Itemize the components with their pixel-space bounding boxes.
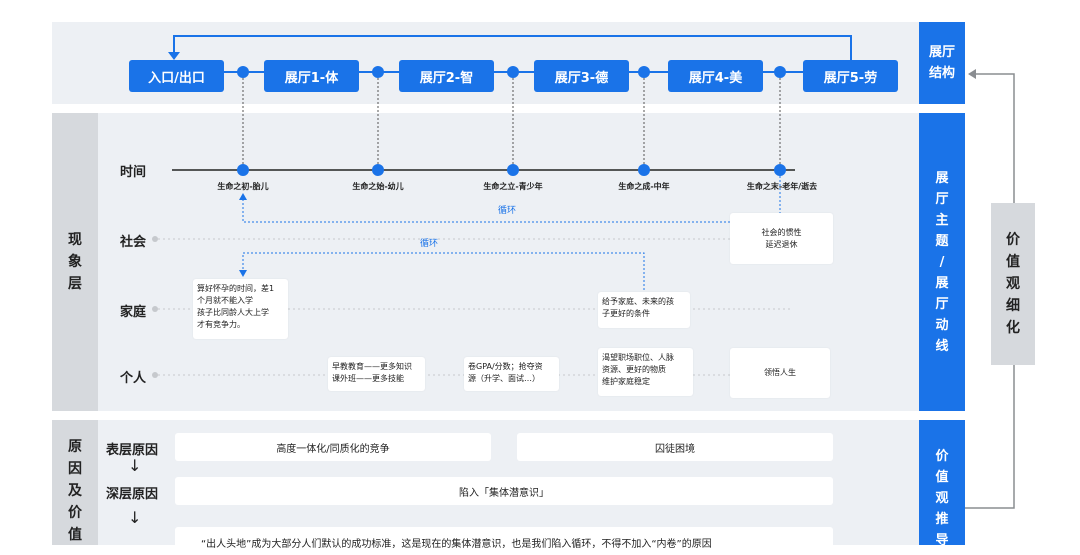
tab-hall-structure[interactable]: 展厅 结构	[919, 22, 965, 104]
card-line: 渴望职场职位、人脉	[602, 353, 674, 362]
card-individual-enlightenment: 领悟人生	[730, 348, 830, 398]
deep-cause-label: 深层原因	[106, 487, 159, 502]
tab-text: 价	[935, 449, 949, 464]
card-line: 给予家庭、未来的孩	[602, 297, 674, 306]
tab-text: 展	[935, 170, 949, 186]
tab-text: 展	[935, 275, 949, 291]
tab-value-inference[interactable]: 价 值 观 推 导	[919, 420, 965, 548]
card-line: 领悟人生	[764, 368, 796, 377]
tab-hall-theme-route[interactable]: 展 厅 主 题 / 展 厅 动 线	[919, 113, 965, 411]
card-individual-gpa: 卷GPA/分数；抢夺资 源（升学、面试…）	[464, 357, 559, 391]
timeline-node	[372, 164, 384, 176]
refine-char: 值	[1006, 254, 1020, 270]
card-society-retirement: 社会的惯性 延迟退休	[730, 213, 833, 264]
cycle-label-lower: 循环	[420, 239, 439, 249]
card-line: 才有竞争力。	[197, 320, 245, 329]
tab-text: 动	[935, 317, 949, 333]
tab-text: 题	[935, 233, 949, 249]
tab-text: 值	[935, 470, 949, 485]
refine-char: 观	[1006, 276, 1020, 292]
causes-char: 价	[68, 505, 82, 521]
row-label-society: 社会	[120, 235, 147, 250]
hall-4-beauty[interactable]: 展厅4-美	[668, 60, 763, 92]
surface-cause-prisoners-dilemma: 囚徒困境	[517, 433, 833, 461]
card-family-conditions: 给予家庭、未来的孩 子更好的条件	[598, 292, 690, 328]
causes-layer-label: 原 因 及 价 值	[52, 420, 98, 545]
row-dot	[152, 372, 158, 378]
causes-char: 及	[68, 483, 82, 499]
phenomenon-char: 现	[68, 232, 82, 248]
tab-text: 结构	[928, 66, 955, 81]
timeline-node	[507, 164, 519, 176]
tab-text: 线	[935, 338, 949, 354]
hall-node	[372, 66, 384, 78]
surface-cause-homogeneous: 高度一体化/同质化的竞争	[175, 433, 491, 461]
card-line: 社会的惯性	[761, 227, 802, 237]
hall-5-labor[interactable]: 展厅5-劳	[803, 60, 898, 92]
tab-text: 厅	[935, 191, 949, 207]
causes-char: 原	[68, 439, 82, 455]
timeline-node	[638, 164, 650, 176]
arrow-down-icon: ↓	[128, 456, 142, 475]
timeline-label-middle: 生命之成-中年	[618, 182, 670, 191]
timeline-label-infant: 生命之始-幼儿	[352, 182, 404, 191]
refine-char: 价	[1006, 232, 1020, 248]
row-label-time: 时间	[120, 165, 147, 180]
hall-entry-exit[interactable]: 入口/出口	[129, 60, 224, 92]
arrow-down-icon: ↓	[128, 508, 142, 527]
card-line: 维护家庭稳定	[602, 377, 650, 386]
phenomenon-layer-label: 现 象 层	[52, 113, 98, 411]
tab-text: 厅	[935, 296, 949, 312]
tab-text: 推	[935, 512, 949, 527]
row-label-family: 家庭	[120, 305, 147, 320]
card-line: 卷GPA/分数；抢夺资	[468, 362, 543, 371]
hall-node	[507, 66, 519, 78]
card-line: 子更好的条件	[602, 309, 650, 318]
card-line: 个月就不能入学	[197, 296, 253, 305]
tab-text: /	[939, 254, 945, 270]
card-individual-early-education: 早教教育——更多知识 课外班——更多技能	[328, 357, 425, 391]
card-line: 算好怀孕的时间，差1	[197, 284, 275, 293]
card-individual-career: 渴望职场职位、人脉 资源、更好的物质 维护家庭稳定	[598, 348, 693, 396]
bottom-cause-statement: “出人头地”成为大部分人们默认的成功标准，这是现在的集体潜意识，也是我们陷入循环…	[175, 527, 833, 555]
card-line: 孩子比同龄人大上学	[197, 308, 269, 317]
hall-3-virtue[interactable]: 展厅3-德	[534, 60, 629, 92]
card-line: 课外班——更多技能	[332, 374, 404, 383]
tab-text: 观	[935, 491, 949, 506]
hall-node	[237, 66, 249, 78]
timeline-node	[774, 164, 786, 176]
row-dot	[152, 306, 158, 312]
card-line: 延迟退休	[765, 239, 798, 249]
card-line: 资源、更好的物质	[602, 365, 666, 374]
tab-text: 展厅	[928, 45, 955, 60]
surface-cause-label: 表层原因	[106, 443, 159, 458]
card-line: 源（升学、面试…）	[468, 374, 540, 383]
row-dot	[152, 236, 158, 242]
card-family-pregnancy: 算好怀孕的时间，差1 个月就不能入学 孩子比同龄人大上学 才有竞争力。	[193, 279, 288, 339]
timeline-label-fetus: 生命之初-胎儿	[217, 182, 269, 191]
phenomenon-char: 层	[68, 276, 82, 292]
phenomenon-char: 象	[68, 254, 82, 270]
row-label-individual: 个人	[120, 371, 147, 386]
tab-text: 主	[935, 212, 949, 228]
hall-node	[638, 66, 650, 78]
timeline-label-youth: 生命之立-青少年	[483, 182, 543, 191]
refine-char: 化	[1006, 320, 1020, 336]
card-line: 早教教育——更多知识	[332, 362, 412, 371]
value-refinement-box: 价 值 观 细 化	[991, 203, 1035, 365]
refine-char: 细	[1006, 298, 1020, 314]
cycle-label-upper: 循环	[498, 206, 517, 216]
causes-char: 因	[68, 461, 82, 477]
hall-1-body[interactable]: 展厅1-体	[264, 60, 359, 92]
deep-cause-collective-unconscious: 陷入「集体潜意识」	[175, 477, 833, 505]
hall-2-wisdom[interactable]: 展厅2-智	[399, 60, 494, 92]
causes-char: 值	[68, 527, 82, 543]
timeline-label-elder: 生命之末-老年/逝去	[746, 182, 818, 191]
hall-node	[774, 66, 786, 78]
timeline-node	[237, 164, 249, 176]
